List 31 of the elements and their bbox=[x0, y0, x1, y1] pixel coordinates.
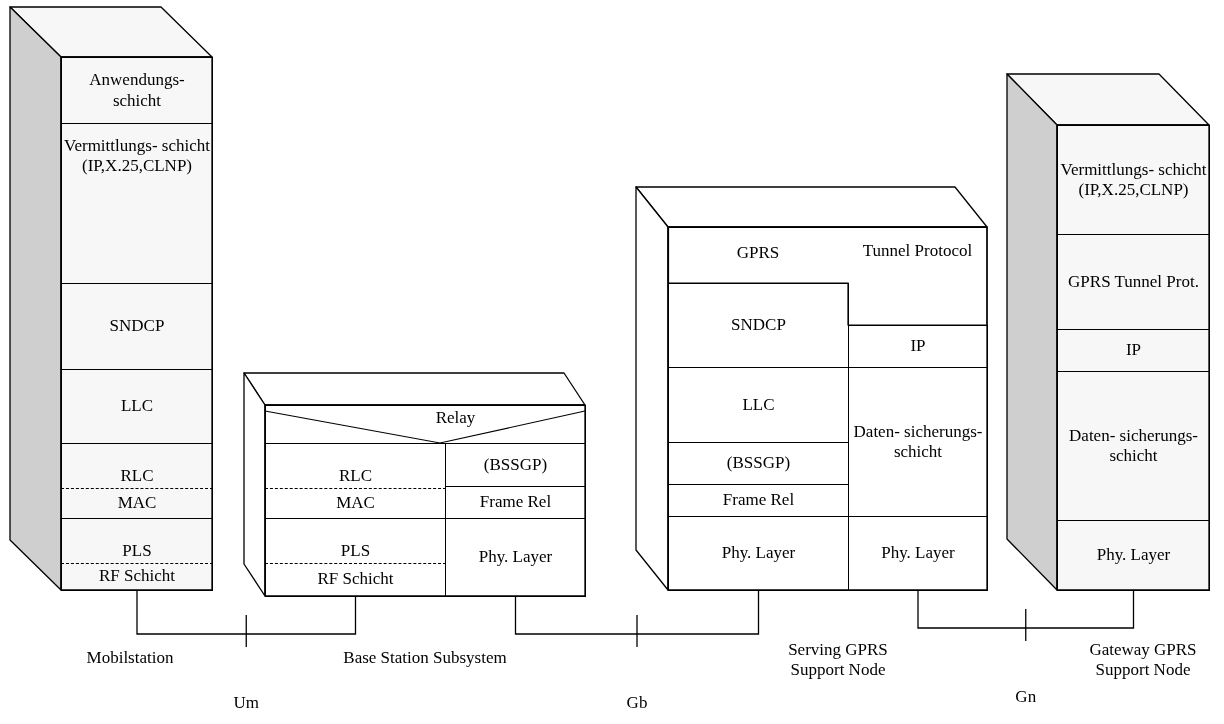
protocol-layer: GPRS Tunnel Prot. bbox=[1057, 234, 1210, 330]
protocol-layer: IP bbox=[848, 325, 988, 368]
station-label: Gateway GPRS Support Node bbox=[1088, 640, 1198, 681]
protocol-layer: LLC bbox=[61, 369, 213, 444]
protocol-layer: Daten- sicherungs- schicht bbox=[1057, 371, 1210, 521]
protocol-layer: Vermittlungs- schicht (IP,X.25,CLNP) bbox=[1057, 125, 1210, 235]
protocol-layer: RF Schicht bbox=[265, 563, 446, 597]
protocol-layer: SNDCP bbox=[668, 283, 849, 368]
protocol-layer: SNDCP bbox=[61, 283, 213, 370]
protocol-layer: Anwendungs- schicht bbox=[61, 57, 213, 124]
protocol-layer: RLC bbox=[265, 443, 446, 489]
connector-line bbox=[136, 589, 357, 635]
connector-line bbox=[514, 589, 760, 635]
layer-label: Tunnel Protocol bbox=[861, 241, 974, 262]
layer-label: GPRS bbox=[735, 243, 781, 264]
protocol-layer: Relay bbox=[265, 405, 586, 444]
protocol-layer: Phy. Layer bbox=[848, 516, 988, 591]
protocol-layer: IP bbox=[1057, 329, 1210, 372]
protocol-layer: RLC bbox=[61, 443, 213, 489]
protocol-layer: Vermittlungs- schicht (IP,X.25,CLNP) bbox=[61, 123, 213, 284]
station-label: Mobilstation bbox=[85, 648, 175, 669]
station-label: Base Station Subsystem bbox=[342, 648, 508, 669]
connector-line bbox=[917, 589, 1135, 629]
protocol-layer: PLS bbox=[61, 518, 213, 564]
protocol-layer: PLS bbox=[265, 518, 446, 564]
protocol-layer: MAC bbox=[61, 488, 213, 519]
protocol-layer: Phy. Layer bbox=[668, 516, 849, 591]
protocol-layer: Phy. Layer bbox=[1057, 520, 1210, 591]
station-label: Serving GPRS Support Node bbox=[787, 640, 889, 681]
protocol-layer: Phy. Layer bbox=[445, 518, 586, 597]
protocol-layer: RF Schicht bbox=[61, 563, 213, 591]
